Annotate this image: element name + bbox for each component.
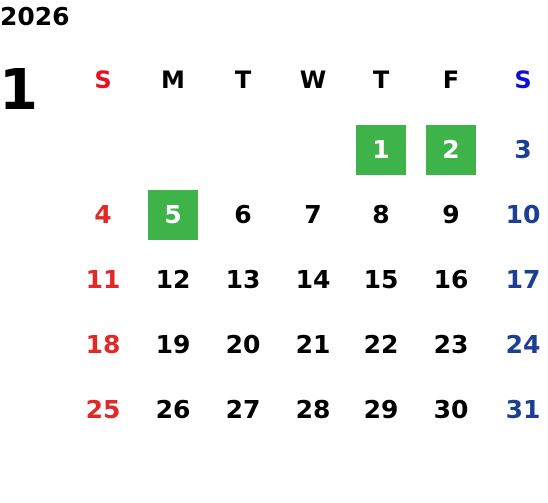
day-28[interactable]: 28 [295, 395, 331, 424]
day-23[interactable]: 23 [433, 330, 469, 359]
day-21[interactable]: 21 [295, 330, 331, 359]
weekday-fri: F [442, 66, 460, 94]
weekday-mon: M [161, 66, 185, 94]
day-25[interactable]: 25 [85, 395, 121, 424]
day-30[interactable]: 30 [433, 395, 469, 424]
day-27[interactable]: 27 [225, 395, 261, 424]
day-18[interactable]: 18 [85, 330, 121, 359]
day-7[interactable]: 7 [304, 200, 322, 229]
weekday-sat: S [514, 66, 532, 94]
day-6[interactable]: 6 [234, 200, 252, 229]
day-31[interactable]: 31 [505, 395, 541, 424]
day-17[interactable]: 17 [505, 265, 541, 294]
weekday-thu: T [372, 66, 390, 94]
day-5-highlighted[interactable]: 5 [148, 190, 198, 240]
day-24[interactable]: 24 [505, 330, 541, 359]
day-13[interactable]: 13 [225, 265, 261, 294]
day-15[interactable]: 15 [363, 265, 399, 294]
weekday-tue: T [234, 66, 252, 94]
day-12[interactable]: 12 [155, 265, 191, 294]
day-11[interactable]: 11 [85, 265, 121, 294]
day-29[interactable]: 29 [363, 395, 399, 424]
month-number: 1 [0, 58, 38, 123]
day-20[interactable]: 20 [225, 330, 261, 359]
day-26[interactable]: 26 [155, 395, 191, 424]
day-3[interactable]: 3 [514, 135, 532, 164]
weekday-wed: W [299, 66, 327, 94]
day-10[interactable]: 10 [505, 200, 541, 229]
day-16[interactable]: 16 [433, 265, 469, 294]
day-4[interactable]: 4 [94, 200, 112, 229]
weekday-sun: S [94, 66, 112, 94]
day-1-highlighted[interactable]: 1 [356, 125, 406, 175]
day-19[interactable]: 19 [155, 330, 191, 359]
day-22[interactable]: 22 [363, 330, 399, 359]
year-label: 2026 [0, 2, 70, 31]
day-14[interactable]: 14 [295, 265, 331, 294]
day-2-highlighted[interactable]: 2 [426, 125, 476, 175]
day-8[interactable]: 8 [372, 200, 390, 229]
day-9[interactable]: 9 [442, 200, 460, 229]
